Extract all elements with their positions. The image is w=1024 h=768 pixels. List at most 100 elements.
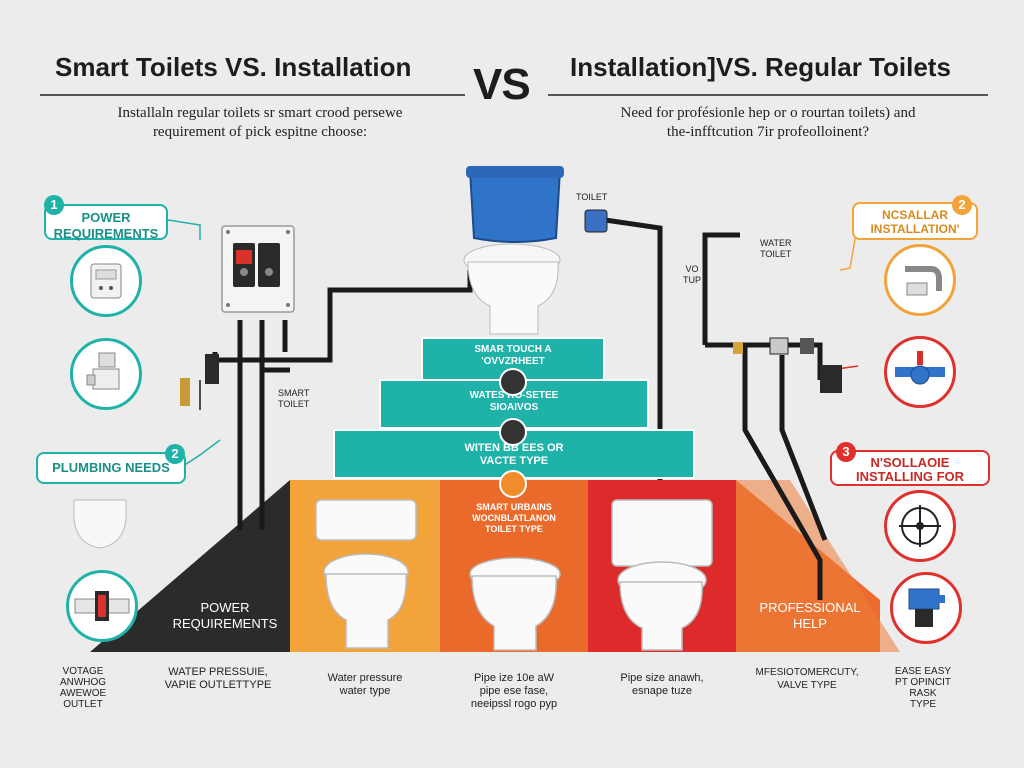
pyramid-step-3-line-1: WITEN BB EES OR: [464, 442, 564, 454]
band-toilet-3: [611, 499, 713, 651]
pipe-right-1: [702, 232, 740, 345]
connector-left-2: [179, 439, 221, 469]
caption-water-type-line-1: Water pressure: [327, 672, 403, 684]
label-smart: SMART: [278, 388, 310, 398]
badge-installation-label: NCSALLAR INSTALLATION': [870, 208, 960, 236]
connector-left-1: [167, 219, 201, 240]
pyramid-step-1-line-2: 'OVVZRHEET: [481, 356, 545, 367]
vs-label: VS: [473, 60, 531, 109]
valve-icon: [74, 591, 130, 621]
caption-pipe-size-line-2: pipe ese fase,: [479, 685, 549, 697]
pump-icon: [908, 588, 945, 627]
valve-circle: [66, 570, 138, 642]
caption-ease-line-2: PT OPINCIT: [895, 677, 951, 688]
badge-installing-for: N'SOLLAOIE INSTALLING FOR: [830, 450, 990, 486]
right-subtitle: Need for profésionle hep or o rourtan to…: [558, 104, 978, 142]
pyramid-step-3-line-2: VACTE TYPE: [479, 455, 549, 467]
caption-water-outlet-line-2: VAPIE OUTLETTYPE: [164, 679, 272, 691]
badge-right-3-number: 3: [836, 442, 856, 462]
pyramid-dot-1: [499, 368, 527, 396]
fitting-circle: [70, 338, 142, 410]
pyramid-dot-2: [499, 418, 527, 446]
band-professional-help: PROFESSIONAL HELP: [740, 600, 880, 632]
right-subtitle-line-2: the-infftcution 7ir profeolloinent?: [666, 124, 870, 140]
label-toilet-top: TOILET: [576, 192, 608, 202]
connector-right-1: [839, 227, 858, 271]
badge-1-number: 1: [44, 195, 64, 215]
band-power-line-1: POWER: [200, 600, 250, 615]
caption-pipe-size-2-line-2: esnape tuze: [632, 685, 692, 697]
badge-plumbing-label: PLUMBING NEEDS: [52, 460, 170, 475]
pyramid-step-1: SMAR TOUCH A 'OVVZRHEET: [422, 344, 604, 368]
faucet-circle: [884, 244, 956, 316]
caption-ease-line-3: RASK: [909, 688, 937, 699]
caption-voltage-line-2: ANWHOG: [59, 677, 107, 688]
band-center-line-2: WOCNBLATLANON: [472, 513, 556, 523]
pyramid-step-2-line-2: SIOAIVOS: [489, 402, 539, 413]
caption-voltage-line-4: OUTLET: [63, 699, 103, 710]
left-subtitle: Installaln regular toilets sr smart croo…: [60, 104, 460, 142]
drain-icon: [895, 351, 945, 385]
badge-plumbing-needs: PLUMBING NEEDS: [36, 452, 186, 484]
caption-water-pressure-outlet: WATEP PRESSUIE, VAPIE OUTLETTYPE: [158, 666, 278, 692]
flange-icon: [899, 505, 941, 547]
pyramid-dot-3: [499, 470, 527, 498]
caption-water-type-line-2: water type: [339, 685, 391, 697]
pyramid-step-1-line-1: SMAR TOUCH A: [474, 344, 552, 355]
band-power-line-2: REQUIREMENTS: [172, 616, 278, 631]
badge-power-requirements: POWER REQUIREMENTS: [44, 204, 168, 241]
band-prof-line-2: HELP: [793, 616, 827, 631]
label-tup: TUP: [683, 275, 701, 285]
label-vo-tup: VO TUP: [683, 264, 701, 286]
left-subtitle-line-2: requirement of pick espitne choose:: [152, 124, 368, 140]
compass-circle: [884, 490, 956, 562]
caption-water-outlet-line-1: WATEP PRESSUIE,: [168, 666, 268, 678]
caption-voltage-line-3: AWEWOE: [59, 688, 107, 699]
drain-circle: [884, 336, 956, 408]
left-title: Smart Toilets VS. Installation: [55, 52, 412, 82]
band-toilet-1: [315, 499, 417, 649]
caption-pipe-size-line-3: neeipssl rogo pyp: [470, 698, 558, 710]
caption-pipe-size-2-line-1: Pipe size anawh,: [620, 672, 704, 684]
label-smart-toilet-2: TOILET: [278, 399, 310, 409]
caption-pipe-size-line-1: Pipe ize 10e aW: [473, 672, 555, 684]
band-prof-line-1: PROFESSIONAL: [759, 600, 861, 615]
badge-power-label: POWER REQUIREMENTS: [53, 210, 159, 241]
label-vo: VO: [685, 264, 699, 274]
pump-circle: [890, 572, 962, 644]
caption-ease-type: EASE EASY PT OPINCIT RASK TYPE: [880, 666, 966, 710]
left-title-rule: [40, 94, 465, 96]
label-water-toilet: WATER TOILET: [760, 238, 792, 260]
label-water: WATER: [760, 238, 792, 248]
pipe-right-4: [742, 345, 823, 600]
label-smart-toilet: SMART TOILET: [278, 388, 309, 410]
wall-toilet-image: [68, 490, 132, 552]
electric-box-icon: [90, 263, 122, 299]
caption-pipe-size-2: Pipe size anawh, esnape tuze: [604, 672, 720, 698]
pyramid-step-3: WITEN BB EES OR VACTE TYPE: [334, 442, 694, 468]
wall-toilet-icon: [73, 499, 127, 549]
pipe-right-3: [779, 355, 828, 541]
label-water-toilet-2: TOILET: [760, 249, 792, 259]
control-panel-graphic: [221, 225, 295, 313]
caption-valve-type: MFESIOTOMERCUTY, VALVE TYPE: [744, 666, 870, 692]
step-1-bg: [421, 337, 605, 381]
caption-ease-line-1: EASE EASY: [894, 666, 952, 677]
outlet-circle: [70, 245, 142, 317]
badge-right-2-number: 2: [952, 195, 972, 215]
caption-voltage: VOTAGE ANWHOG AWEWOE OUTLET: [38, 666, 128, 710]
valve-graphics: [180, 209, 842, 406]
right-subtitle-line-1: Need for profésionle hep or o rourtan to…: [620, 105, 916, 121]
top-toilet-graphic: [463, 166, 564, 335]
band-center-line-1: SMART URBAINS: [476, 502, 552, 512]
badge-2-number: 2: [165, 444, 185, 464]
pipe-fitting-icon: [86, 352, 120, 390]
band-smart-toilet-type: SMART URBAINS WOCNBLATLANON TOILET TYPE: [440, 502, 588, 535]
caption-ease-line-4: TYPE: [909, 699, 937, 710]
caption-water-type: Water pressure water type: [310, 672, 420, 698]
caption-valve-line-2: VALVE TYPE: [777, 680, 837, 691]
badge-installing-for-label: N'SOLLAOIE INSTALLING FOR: [855, 455, 965, 484]
band-center-line-3: TOILET TYPE: [485, 524, 543, 534]
band-power-requirements: POWER REQUIREMENTS: [160, 600, 290, 632]
